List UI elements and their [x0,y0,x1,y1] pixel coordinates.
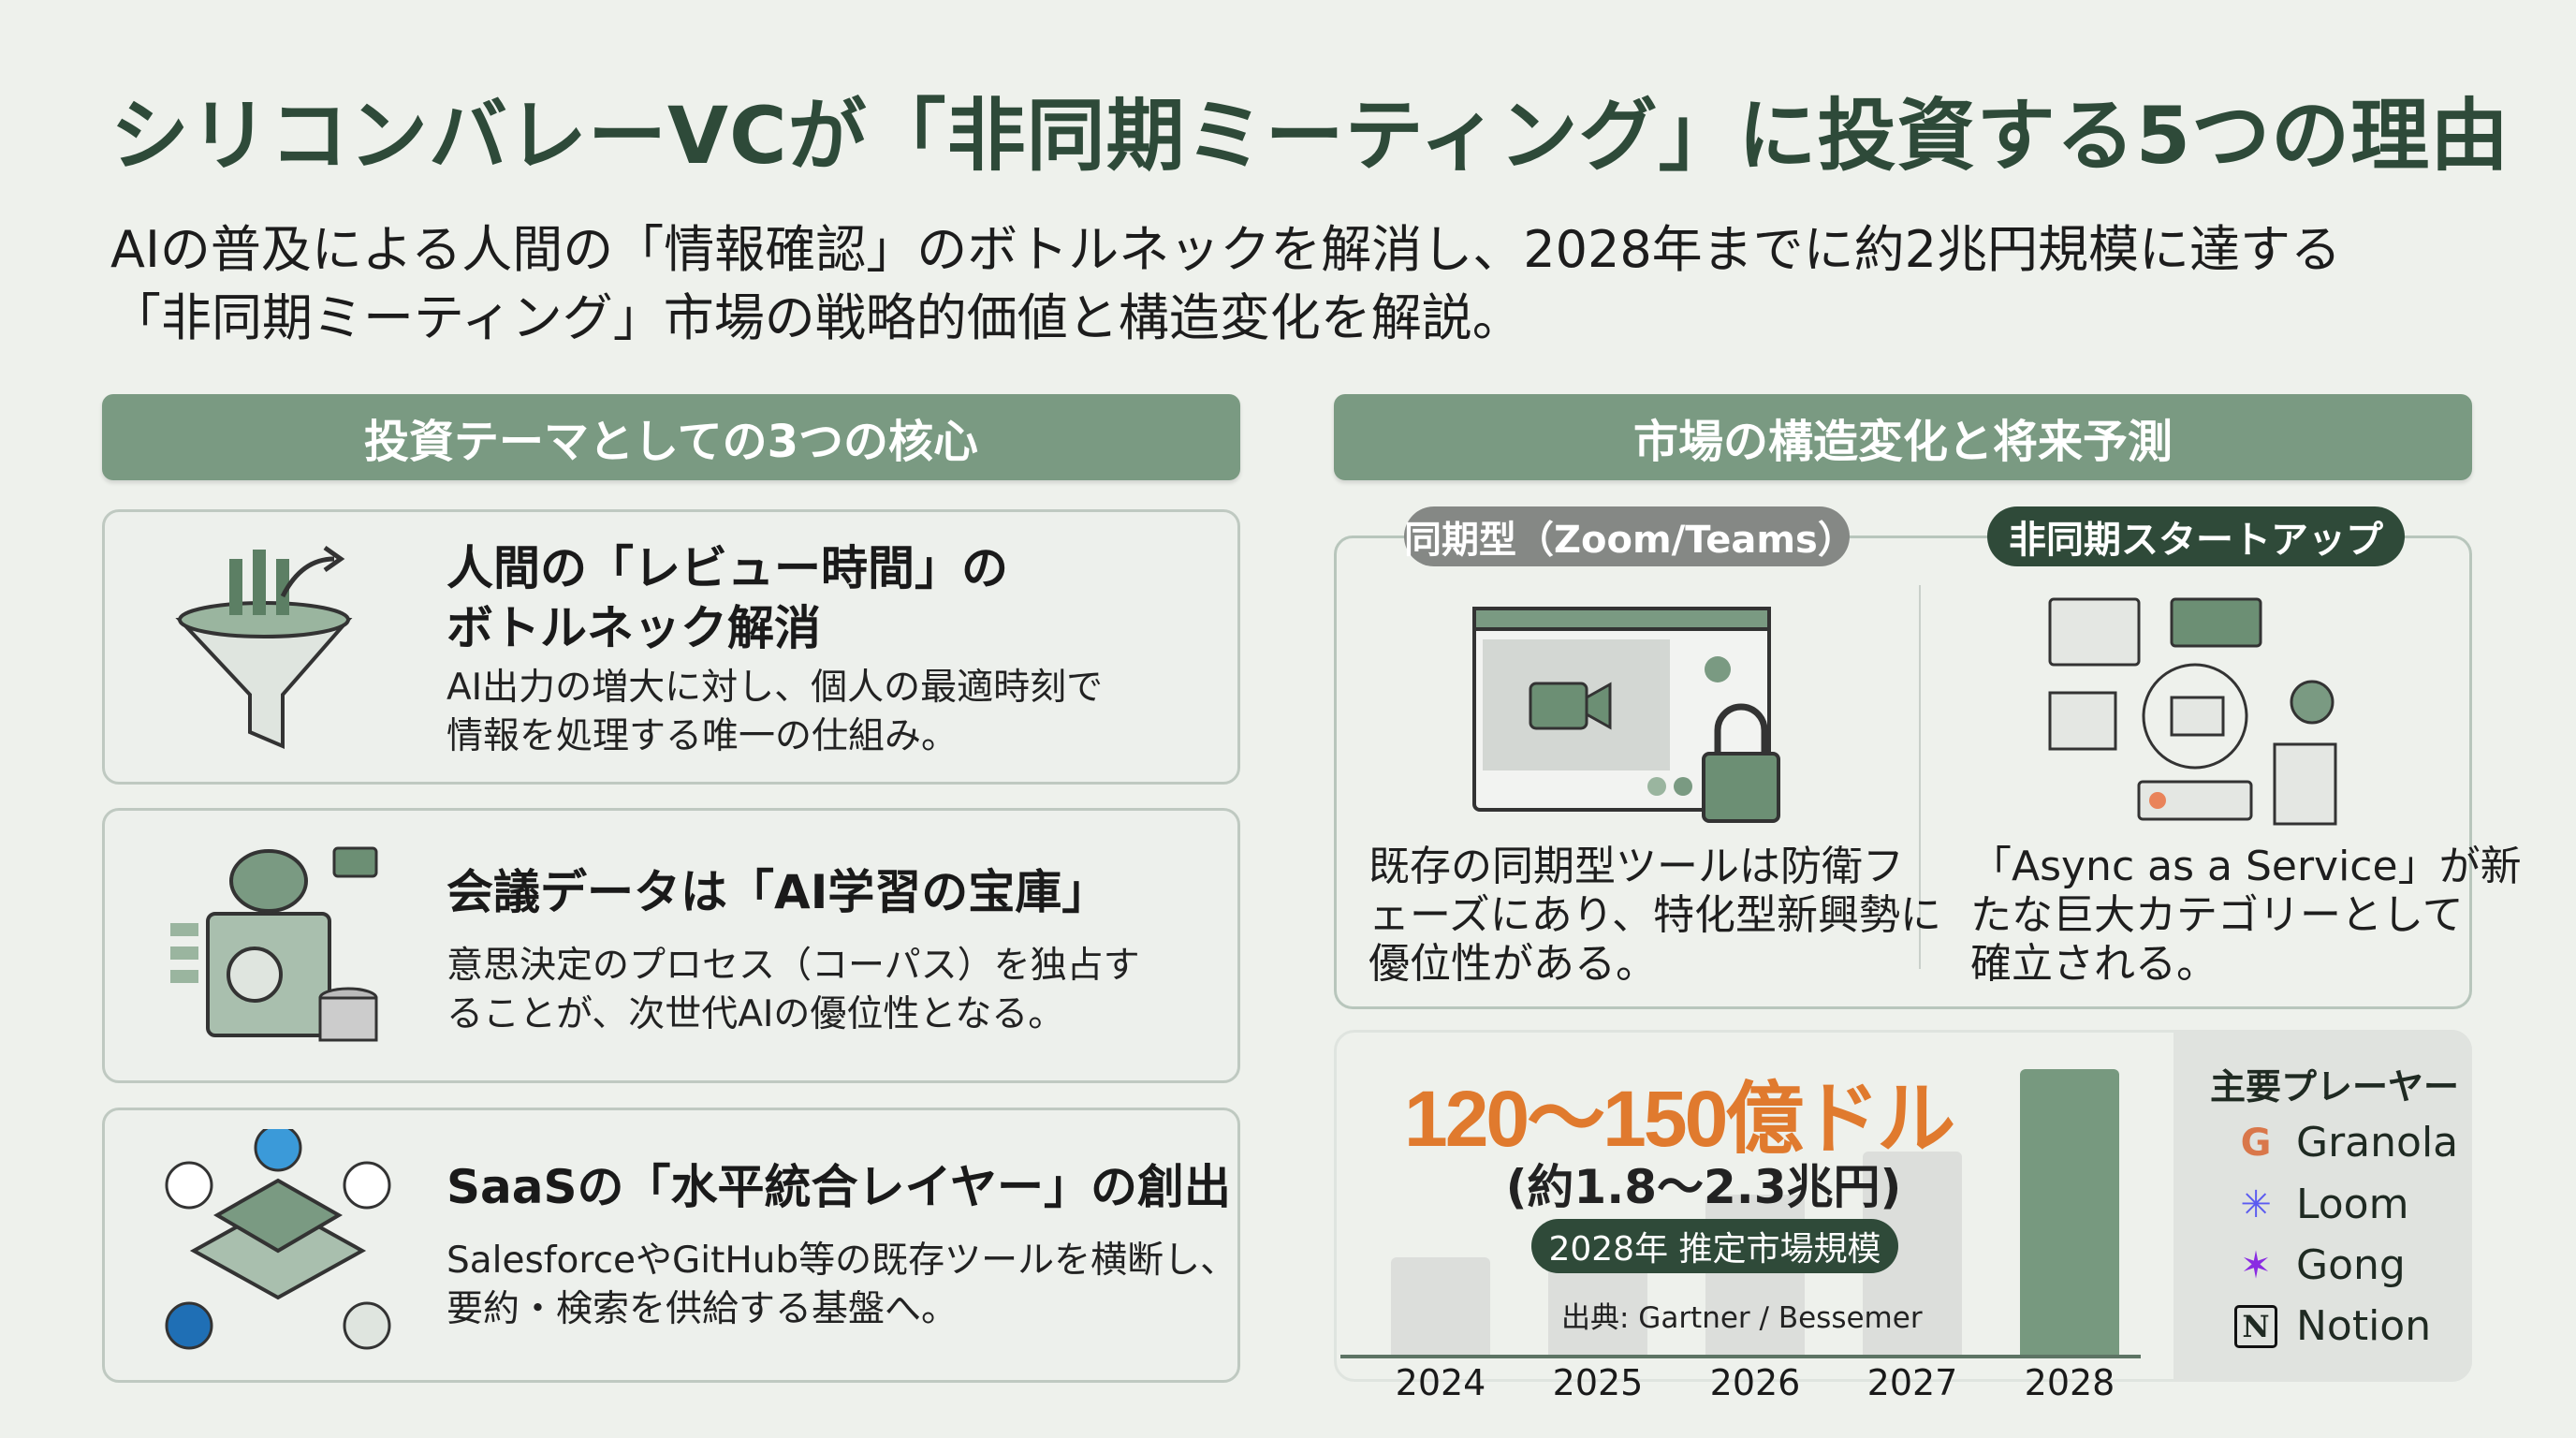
key-players-panel [2174,1030,2472,1382]
card-body-line-1: 意思決定のプロセス（コーパス）を独占す [446,945,1140,987]
card-body-line-1: SalesforceやGitHub等の既存ツールを横断し、 [446,1240,1237,1282]
funnel-icon [175,545,353,750]
card-title-line-1: 人間の「レビュー時間」の [446,541,1008,595]
async-description: 「Async as a Service」が新 たな巨大カテゴリーとして 確立され… [1970,843,2522,989]
subtitle-line-2: 「非同期ミーティング」市場の戦略的価値と構造変化を解説。 [110,288,1523,347]
async-text-line-1: 「Async as a Service」が新 [1970,843,2522,890]
players-title: 主要プレーヤー [2210,1066,2460,1108]
x-tick-label: 2028 [2024,1362,2115,1403]
card-title: SaaSの「水平統合レイヤー」の創出 [446,1160,1232,1214]
market-year-badge: 2028年 推定市場規模 [1531,1219,1898,1273]
player-name: Loom [2296,1181,2409,1228]
async-text-line-2: たな巨大カテゴリーとして [1970,891,2464,939]
chart-baseline [1340,1355,2141,1358]
player-notion: N Notion [2234,1302,2431,1350]
core-card-2: 会議データは「AI学習の宝庫」 意思決定のプロセス（コーパス）を独占す ることが… [102,808,1240,1083]
card-body-line-1: AI出力の増大に対し、個人の最適時刻で [446,667,1104,709]
integration-layer-icon [165,1129,391,1350]
core-card-1: 人間の「レビュー時間」の ボトルネック解消 AI出力の増大に対し、個人の最適時刻… [102,509,1240,785]
player-name: Gong [2296,1241,2406,1289]
bar-2024 [1391,1257,1490,1355]
locked-video-call-icon [1472,607,1780,823]
page-title: シリコンバレーVCが「非同期ミーティング」に投資する5つの理由 [110,90,2510,182]
bar-2028 [2020,1069,2119,1355]
sync-description: 既存の同期型ツールは防衛フ ェーズにあり、特化型新興勢に 優位性がある。 [1368,843,1941,989]
player-name: Granola [2296,1119,2459,1167]
async-label: 非同期スタートアップ [1987,506,2405,566]
player-loom: ✳ Loom [2234,1181,2408,1228]
async-messages-icon [2048,597,2337,826]
gong-logo-icon: ✶ [2240,1243,2272,1287]
player-name: Notion [2296,1302,2432,1350]
market-size-headline: 120〜150億ドル [1404,1075,1955,1163]
x-tick-label: 2025 [1552,1362,1644,1403]
player-gong: ✶ Gong [2234,1241,2406,1289]
granola-logo-icon: G [2240,1121,2272,1165]
card-body-line-2: ることが、次世代AIの優位性となる。 [446,993,1065,1035]
sync-text-line-2: ェーズにあり、特化型新興勢に [1368,891,1942,939]
notion-logo-icon: N [2234,1304,2277,1348]
card-title: 会議データは「AI学習の宝庫」 [446,865,1109,919]
market-size-yen: (約1.8〜2.3兆円) [1505,1160,1902,1214]
right-section-header: 市場の構造変化と将来予測 [1334,394,2472,480]
sync-text-line-3: 優位性がある。 [1368,940,1657,988]
divider [1919,585,1921,969]
market-shift-comparison [1334,536,2472,1009]
card-title-line-2: ボトルネック解消 [446,601,821,655]
x-tick-label: 2026 [1709,1362,1801,1403]
sync-text-line-1: 既存の同期型ツールは防衛フ [1368,843,1904,890]
player-granola: G Granola [2234,1119,2459,1167]
data-vault-icon [170,846,378,1042]
async-text-line-3: 確立される。 [1970,940,2217,988]
loom-logo-icon: ✳ [2240,1182,2272,1226]
core-card-3: SaaSの「水平統合レイヤー」の創出 SalesforceやGitHub等の既存… [102,1108,1240,1383]
subtitle-line-1: AIの普及による人間の「情報確認」のボトルネックを解消し、2028年までに約2兆… [110,220,2342,279]
x-tick-label: 2024 [1395,1362,1486,1403]
card-body-line-2: 要約・検索を供給する基盤へ。 [446,1288,959,1330]
sync-label: 同期型（Zoom/Teams） [1404,506,1855,566]
source-note: 出典: Gartner / Bessemer [1561,1301,1923,1335]
x-tick-label: 2027 [1866,1362,1958,1403]
left-section-header: 投資テーマとしての3つの核心 [102,394,1240,480]
card-body-line-2: 情報を処理する唯一の仕組み。 [446,715,959,757]
